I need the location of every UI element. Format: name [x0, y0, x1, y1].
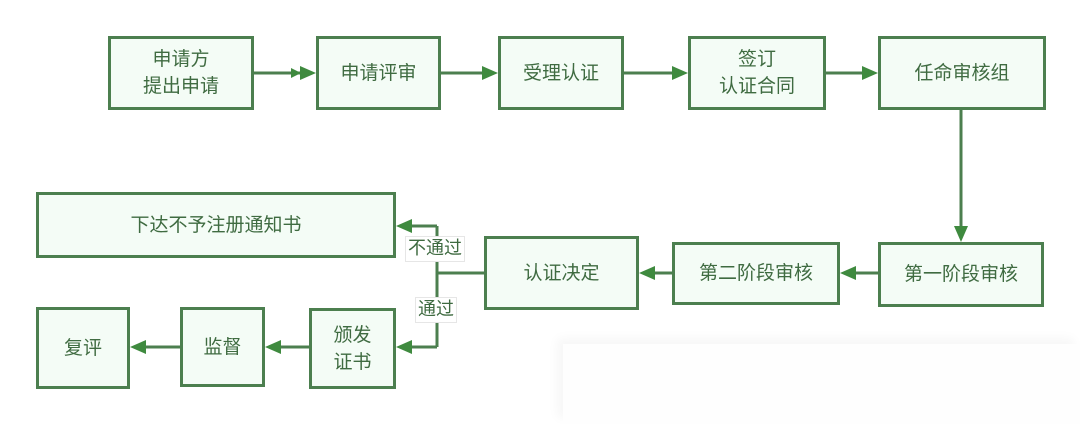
- node-stage1-audit: 第一阶段审核: [878, 242, 1044, 307]
- node-stage2-audit: 第二阶段审核: [672, 242, 840, 305]
- arrowhead: [954, 226, 968, 242]
- node-accept-certification: 受理认证: [498, 36, 624, 110]
- arrowhead: [265, 340, 281, 354]
- arrowhead: [862, 66, 878, 80]
- node-issue-certificate: 颁发 证书: [309, 308, 396, 389]
- edge-label-pass: 通过: [415, 297, 457, 323]
- arrowhead: [672, 66, 688, 80]
- node-surveillance: 监督: [180, 307, 265, 387]
- node-sign-contract: 签订 认证合同: [688, 36, 826, 110]
- arrowhead: [840, 266, 856, 280]
- arrowhead: [396, 340, 412, 354]
- node-appoint-audit-team: 任命审核组: [878, 36, 1046, 110]
- node-reject-notice: 下达不予注册通知书: [36, 192, 396, 258]
- arrowhead: [130, 340, 146, 354]
- node-apply: 申请方 提出申请: [108, 36, 254, 110]
- arrowhead: [639, 266, 655, 280]
- arrowhead: [396, 219, 412, 233]
- edge-label-fail: 不通过: [405, 236, 465, 262]
- arrowhead: [482, 66, 498, 80]
- node-certification-decision: 认证决定: [484, 236, 639, 310]
- blank-overlay-panel: [563, 344, 1080, 424]
- node-reassessment: 复评: [36, 307, 130, 389]
- node-review-application: 申请评审: [316, 36, 441, 110]
- arrowhead: [300, 66, 316, 80]
